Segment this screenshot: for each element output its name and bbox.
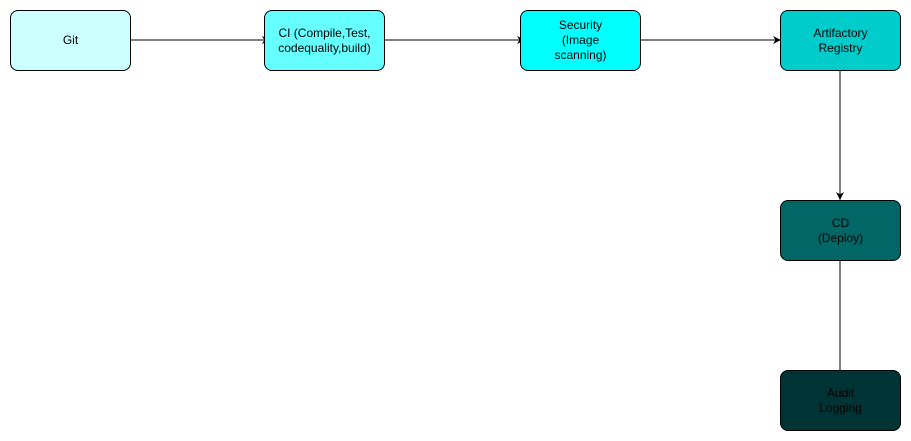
node-audit-logging: Audit Logging — [780, 370, 901, 431]
node-ci: CI (Compile,Test, codequality,build) — [264, 10, 385, 71]
node-security: Security (Image scanning) — [520, 10, 641, 71]
node-cd-deploy: CD (Deploy) — [780, 200, 901, 261]
node-git: Git — [10, 10, 131, 71]
node-artifactory-registry: Artifactory Registry — [780, 10, 901, 71]
